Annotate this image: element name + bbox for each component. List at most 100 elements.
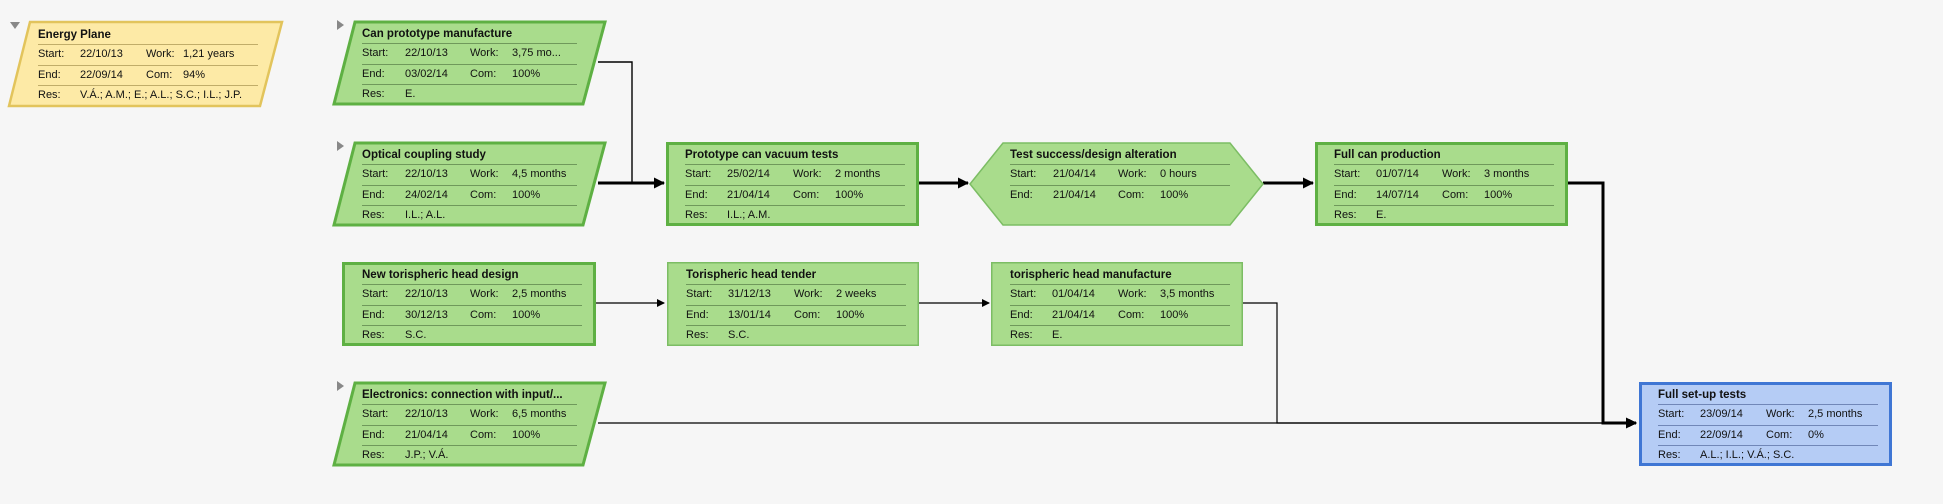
com-label: Com: <box>1118 308 1145 321</box>
expand-task-toggle-icon[interactable] <box>337 20 344 30</box>
summary-end-value: 22/09/14 <box>80 68 123 81</box>
task-node-new-head-design[interactable]: New torispheric head design Start: 22/10… <box>342 262 596 346</box>
com-label: Com: <box>470 308 497 321</box>
com-value: 100% <box>512 67 541 80</box>
end-value: 24/02/14 <box>405 188 448 201</box>
com-value: 100% <box>512 188 541 201</box>
com-value: 100% <box>512 428 541 441</box>
res-label: Res: <box>1334 209 1357 221</box>
res-value: E. <box>1376 209 1387 221</box>
end-value: 03/02/14 <box>405 67 448 80</box>
start-value: 01/07/14 <box>1376 168 1419 180</box>
start-value: 01/04/14 <box>1052 288 1095 300</box>
start-label: Start: <box>362 47 389 59</box>
end-label: End: <box>362 308 385 321</box>
res-value: I.L.; A.M. <box>727 209 771 221</box>
expand-task-toggle-icon[interactable] <box>337 381 344 391</box>
summary-parallelogram-shape <box>7 20 284 108</box>
com-value: 100% <box>836 308 865 321</box>
com-label: Com: <box>146 68 173 81</box>
connector-can-prototype-to-vacuum <box>598 61 663 187</box>
task-node-can-prototype[interactable]: Can prototype manufacture Start: 22/10/1… <box>332 20 607 106</box>
start-value: 22/10/13 <box>405 408 448 420</box>
start-label: Start: <box>685 168 712 180</box>
res-label: Res: <box>362 209 385 221</box>
summary-work-value: 1,21 years <box>183 48 235 60</box>
work-label: Work: <box>470 288 499 300</box>
task-rect-shape <box>342 262 596 346</box>
res-label: Res: <box>362 88 385 100</box>
end-value: 22/09/14 <box>1700 428 1743 441</box>
milestone-hexagon-shape <box>969 142 1264 226</box>
task-rect-shape <box>1639 382 1892 466</box>
connector-fullcan-to-setup <box>1568 181 1637 429</box>
task-title: Full can production <box>1334 149 1441 161</box>
res-label: Res: <box>1658 449 1681 461</box>
end-value: 21/04/14 <box>405 428 448 441</box>
task-node-full-can-production[interactable]: Full can production Start: 01/07/14 Work… <box>1315 142 1568 226</box>
task-title: Optical coupling study <box>362 149 486 161</box>
res-label: Res: <box>362 449 385 461</box>
task-rect-shape <box>667 262 919 346</box>
task-node-full-setup-tests[interactable]: Full set-up tests Start: 23/09/14 Work: … <box>1639 382 1892 466</box>
end-label: End: <box>362 188 385 201</box>
summary-start-value: 22/10/13 <box>80 48 123 60</box>
res-label: Res: <box>1010 329 1033 341</box>
work-label: Work: <box>1118 288 1147 300</box>
task-node-head-manufacture[interactable]: torispheric head manufacture Start: 01/0… <box>991 262 1243 346</box>
end-value: 13/01/14 <box>728 308 771 321</box>
start-label: Start: <box>1010 168 1037 180</box>
task-title: Can prototype manufacture <box>362 28 513 40</box>
task-rect-shape <box>666 142 919 226</box>
res-value: A.L.; I.L.; V.Á.; S.C. <box>1700 449 1795 461</box>
start-value: 22/10/13 <box>405 168 448 180</box>
end-label: End: <box>1010 308 1033 321</box>
task-title: torispheric head manufacture <box>1010 269 1172 281</box>
com-value: 100% <box>1160 308 1189 321</box>
com-label: Com: <box>794 308 821 321</box>
end-label: End: <box>1334 188 1357 201</box>
com-label: Com: <box>1118 188 1145 201</box>
res-label: Res: <box>685 209 708 221</box>
start-value: 22/10/13 <box>405 288 448 300</box>
work-label: Work: <box>470 168 499 180</box>
work-value: 4,5 months <box>512 168 567 180</box>
task-node-vacuum-tests[interactable]: Prototype can vacuum tests Start: 25/02/… <box>666 142 919 226</box>
task-title: Full set-up tests <box>1658 389 1747 401</box>
com-label: Com: <box>470 67 497 80</box>
summary-node-energy-plane[interactable]: Energy Plane Start: 22/10/13 Work: 1,21 … <box>7 20 284 108</box>
work-value: 3,75 mo... <box>512 47 561 59</box>
expand-task-toggle-icon[interactable] <box>337 141 344 151</box>
com-label: Com: <box>470 188 497 201</box>
task-node-electronics[interactable]: Electronics: connection with input/... S… <box>332 381 607 467</box>
res-label: Res: <box>362 329 385 341</box>
com-value: 0% <box>1808 428 1824 441</box>
start-label: Start: <box>38 48 65 60</box>
start-label: Start: <box>1658 408 1685 420</box>
res-label: Res: <box>38 89 61 101</box>
work-value: 2 weeks <box>836 288 877 300</box>
start-label: Start: <box>362 408 389 420</box>
work-label: Work: <box>470 408 499 420</box>
work-label: Work: <box>1442 168 1471 180</box>
com-value: 100% <box>835 188 864 201</box>
work-label: Work: <box>794 288 823 300</box>
end-value: 21/04/14 <box>1053 188 1096 201</box>
end-label: End: <box>362 428 385 441</box>
start-value: 22/10/13 <box>405 47 448 59</box>
start-label: Start: <box>686 288 713 300</box>
work-value: 3 months <box>1484 168 1530 180</box>
start-label: Start: <box>1334 168 1361 180</box>
summary-title: Energy Plane <box>38 29 111 41</box>
work-label: Work: <box>146 48 175 60</box>
work-label: Work: <box>793 168 822 180</box>
task-node-head-tender[interactable]: Torispheric head tender Start: 31/12/13 … <box>667 262 919 346</box>
task-title: Prototype can vacuum tests <box>685 149 839 161</box>
task-node-optical-coupling[interactable]: Optical coupling study Start: 22/10/13 W… <box>332 141 607 227</box>
milestone-node-test-success[interactable]: Test success/design alteration Start: 21… <box>969 142 1264 226</box>
com-value: 100% <box>1160 188 1189 201</box>
res-value: S.C. <box>728 329 750 341</box>
collapse-summary-toggle-icon[interactable] <box>10 22 20 29</box>
